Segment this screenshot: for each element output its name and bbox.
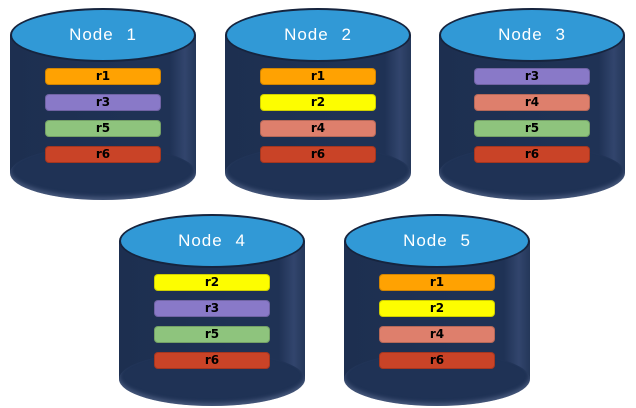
node-title: Node 3 bbox=[498, 25, 566, 44]
replica-bar-r2: r2 bbox=[379, 300, 495, 317]
replica-bar-r3: r3 bbox=[45, 94, 161, 111]
replica-bar-r6: r6 bbox=[45, 146, 161, 163]
node-title: Node 5 bbox=[403, 231, 471, 250]
replica-bar-r5: r5 bbox=[474, 120, 590, 137]
database-icon: Node 1 bbox=[10, 8, 196, 62]
replica-list: r1 r2 r4 r6 bbox=[260, 68, 376, 172]
database-icon: Node 4 bbox=[119, 214, 305, 268]
replica-bar-r6: r6 bbox=[154, 352, 270, 369]
replica-bar-r3: r3 bbox=[154, 300, 270, 317]
replica-bar-r5: r5 bbox=[154, 326, 270, 343]
replica-bar-r1: r1 bbox=[260, 68, 376, 85]
replica-bar-r2: r2 bbox=[154, 274, 270, 291]
replica-bar-r1: r1 bbox=[45, 68, 161, 85]
database-node-5: Node 5 r1 r2 r4 r6 bbox=[344, 214, 530, 406]
replica-bar-r1: r1 bbox=[379, 274, 495, 291]
database-icon: Node 2 bbox=[225, 8, 411, 62]
replica-list: r2 r3 r5 r6 bbox=[154, 274, 270, 378]
replica-bar-r5: r5 bbox=[45, 120, 161, 137]
replica-bar-r6: r6 bbox=[379, 352, 495, 369]
node-title: Node 2 bbox=[284, 25, 352, 44]
database-node-3: Node 3 r3 r4 r5 r6 bbox=[439, 8, 625, 200]
database-node-4: Node 4 r2 r3 r5 r6 bbox=[119, 214, 305, 406]
replica-bar-r6: r6 bbox=[260, 146, 376, 163]
replica-bar-r4: r4 bbox=[260, 120, 376, 137]
replica-bar-r4: r4 bbox=[474, 94, 590, 111]
database-icon: Node 5 bbox=[344, 214, 530, 268]
replica-bar-r6: r6 bbox=[474, 146, 590, 163]
database-node-1: Node 1 r1 r3 r5 r6 bbox=[10, 8, 196, 200]
replica-bar-r4: r4 bbox=[379, 326, 495, 343]
database-node-2: Node 2 r1 r2 r4 r6 bbox=[225, 8, 411, 200]
replica-list: r1 r3 r5 r6 bbox=[45, 68, 161, 172]
replica-list: r3 r4 r5 r6 bbox=[474, 68, 590, 172]
replica-bar-r2: r2 bbox=[260, 94, 376, 111]
replica-list: r1 r2 r4 r6 bbox=[379, 274, 495, 378]
database-icon: Node 3 bbox=[439, 8, 625, 62]
node-title: Node 1 bbox=[69, 25, 137, 44]
node-title: Node 4 bbox=[178, 231, 246, 250]
replica-bar-r3: r3 bbox=[474, 68, 590, 85]
